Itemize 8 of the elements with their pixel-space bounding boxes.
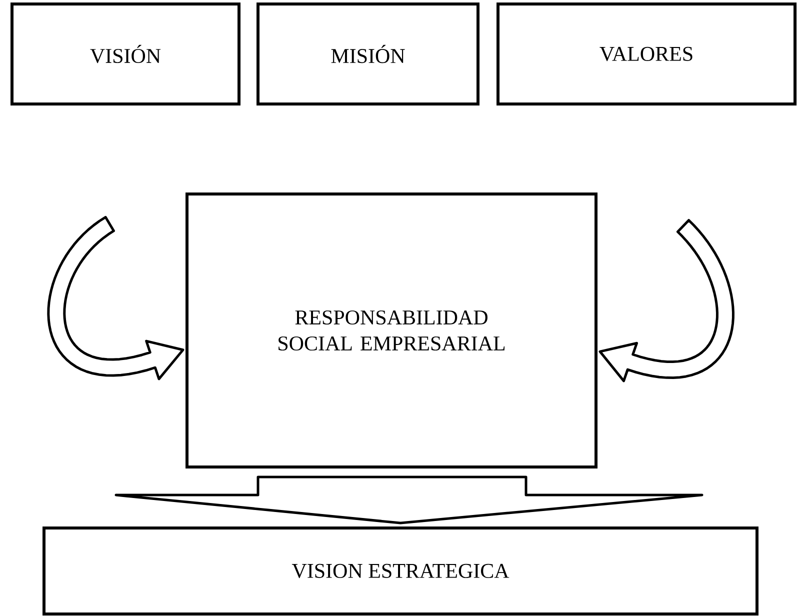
text-box: VALORES [496, 2, 796, 106]
text-box: RESPONSABILIDAD SOCIAL EMPRESARIAL [186, 192, 598, 468]
curved-arrow [47, 216, 184, 380]
text-box: VISIÓN [10, 2, 240, 106]
text-box: VISION ESTRATEGICA [42, 526, 758, 616]
block-arrow [114, 476, 704, 524]
text-box: MISIÓN [256, 2, 480, 106]
curved-arrow [598, 218, 734, 382]
